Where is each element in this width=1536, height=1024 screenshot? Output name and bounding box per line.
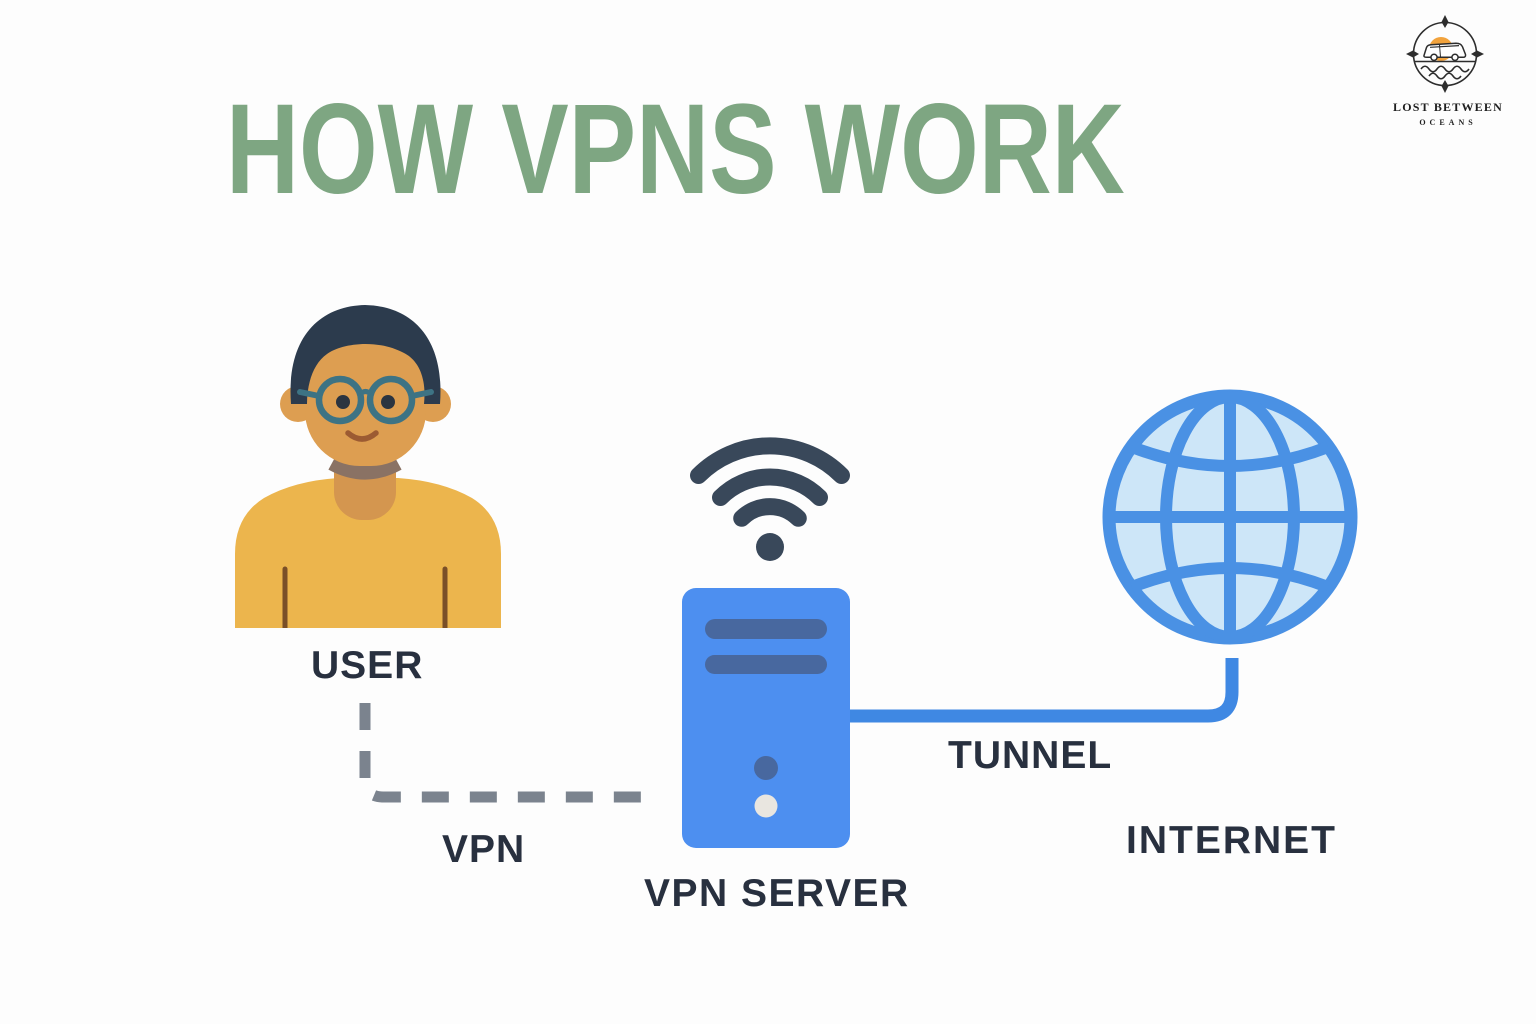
compass-rose-icon — [1406, 15, 1484, 93]
vpn-dashed-connector — [359, 703, 658, 803]
user-label: USER — [311, 644, 424, 687]
logo-emblem — [1406, 15, 1484, 93]
user-avatar-icon — [235, 305, 501, 628]
wifi-icon — [690, 437, 850, 561]
logo-text-line1: LOST BETWEEN — [1393, 100, 1503, 114]
glasses-icon — [297, 375, 434, 425]
logo-text-line2: OCEANS — [1419, 118, 1477, 127]
vpn-connection-label: VPN — [442, 828, 526, 871]
camper-van-icon — [1423, 42, 1467, 62]
globe-icon — [1102, 389, 1358, 645]
internet-label: INTERNET — [1126, 819, 1337, 862]
tunnel-connector — [850, 658, 1239, 723]
brand-logo: LOST BETWEEN OCEANS — [1393, 12, 1503, 127]
vpn-server-label: VPN SERVER — [644, 872, 910, 915]
tunnel-label: TUNNEL — [948, 734, 1113, 777]
page-title: HOW VPNS WORK — [226, 78, 1125, 221]
waves-icon — [1415, 60, 1475, 80]
server-tower-icon — [682, 588, 850, 848]
